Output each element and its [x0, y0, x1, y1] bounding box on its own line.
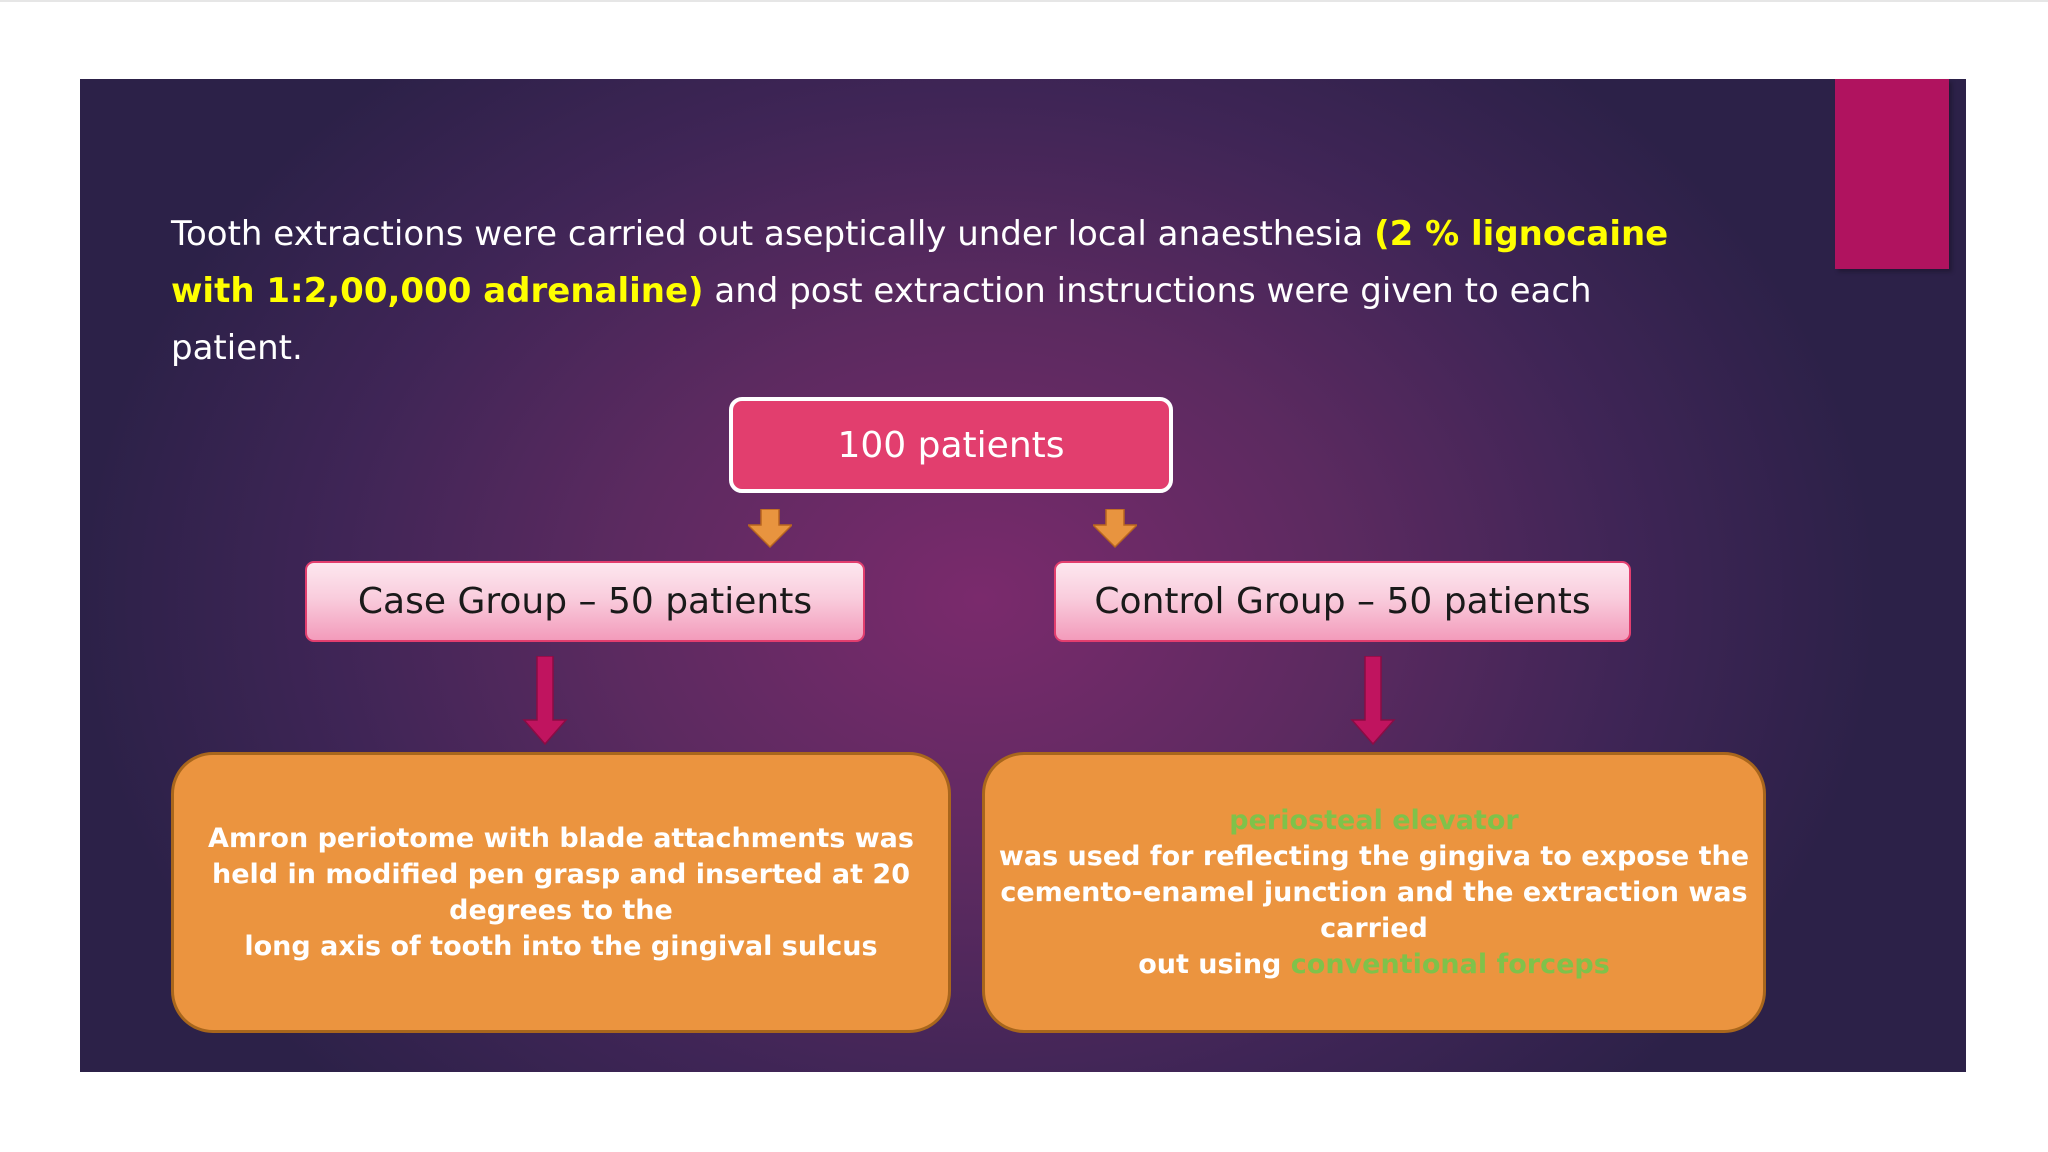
intro-text-1: Tooth extractions were carried out asept… [171, 214, 1375, 254]
arrow-down-icon [748, 509, 792, 549]
intro-paragraph: Tooth extractions were carried out asept… [171, 206, 1731, 377]
node-control-group-label: Control Group – 50 patients [1094, 581, 1591, 622]
case-method-line: held in modified pen grasp and inserted … [211, 858, 911, 890]
case-method-line: Amron periotome with blade attachments w… [208, 822, 914, 854]
case-method-line: long axis of tooth into the gingival sul… [244, 930, 878, 962]
intro-text-2: and post extraction instructions were gi… [171, 271, 1592, 368]
control-method-line: cemento-enamel junction and the extracti… [1000, 876, 1748, 908]
arrow-down-icon [1093, 509, 1137, 549]
control-method-forceps: conventional forceps [1290, 948, 1610, 980]
case-method-line: degrees to the [449, 894, 673, 926]
arrow-down-icon [522, 656, 568, 746]
top-divider [0, 0, 2048, 2]
node-case-group: Case Group – 50 patients [305, 561, 865, 642]
control-method-line: out using conventional forceps [1138, 947, 1610, 983]
node-case-group-label: Case Group – 50 patients [357, 581, 813, 622]
node-control-group: Control Group – 50 patients [1054, 561, 1631, 642]
control-method-line: carried [1320, 912, 1428, 944]
arrow-down-icon [1350, 656, 1396, 746]
accent-tab [1835, 79, 1949, 269]
control-method-prefix: out using [1138, 948, 1291, 980]
node-case-method: Amron periotome with blade attachments w… [171, 752, 951, 1033]
node-total-patients: 100 patients [729, 397, 1173, 493]
control-method-instrument: periosteal elevator [1229, 804, 1519, 836]
node-control-method: periosteal elevator was used for reflect… [982, 752, 1766, 1033]
node-total-patients-label: 100 patients [837, 424, 1065, 466]
intro-highlight: (2 % lignocaine with 1:2,00,000 adrenali… [171, 214, 1669, 311]
control-method-line: was used for reflecting the gingiva to e… [998, 840, 1750, 872]
